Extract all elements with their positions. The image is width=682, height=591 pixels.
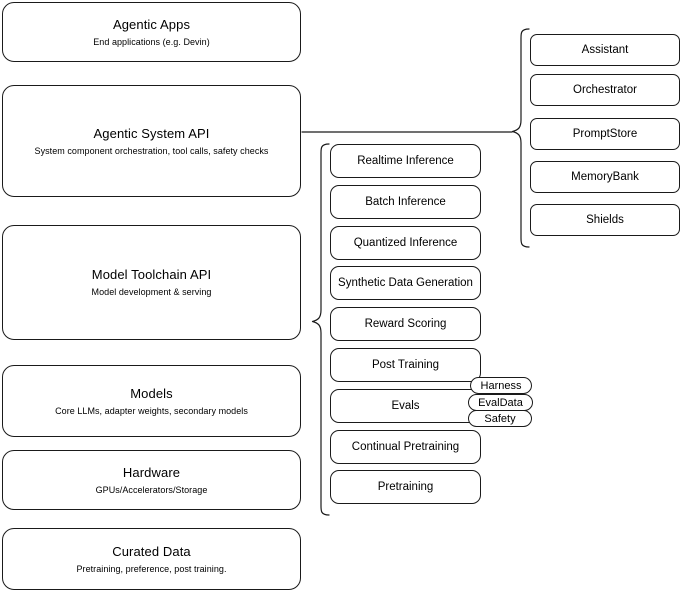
capability-label: Synthetic Data Generation [338, 276, 473, 289]
layer-title: Model Toolchain API [91, 267, 212, 282]
capability-chip-quantized-inference[interactable]: Quantized Inference [330, 226, 481, 260]
system-component-label: Orchestrator [573, 83, 637, 96]
system-component-chip-assistant[interactable]: Assistant [530, 34, 680, 66]
layer-title: Agentic Apps [112, 16, 191, 32]
capability-label: Batch Inference [365, 195, 446, 208]
evals-subcomponent-label: Safety [484, 412, 516, 425]
capability-chip-continual-pretraining[interactable]: Continual Pretraining [330, 430, 481, 464]
capability-chip-reward-scoring[interactable]: Reward Scoring [330, 307, 481, 341]
layer-title: Curated Data [112, 543, 191, 559]
layer-card-agentic-system-api[interactable]: Agentic System API System component orch… [2, 85, 301, 197]
brace-system-components [511, 28, 530, 248]
layer-card-hardware[interactable]: Hardware GPUs/Accelerators/Storage [2, 450, 301, 510]
system-component-label: Assistant [581, 43, 629, 56]
capability-chip-synthetic-data-generation[interactable]: Synthetic Data Generation [330, 266, 481, 300]
system-component-chip-orchestrator[interactable]: Orchestrator [530, 74, 680, 106]
layer-card-agentic-apps[interactable]: Agentic Apps End applications (e.g. Devi… [2, 2, 301, 62]
evals-subcomponent-pill-evaldata[interactable]: EvalData [468, 394, 533, 411]
capability-chip-post-training[interactable]: Post Training [330, 348, 481, 382]
system-component-label: Shields [586, 213, 624, 226]
layer-subtitle: Model development & serving [91, 287, 212, 297]
capability-label: Reward Scoring [364, 317, 447, 330]
layer-title: Models [130, 385, 173, 401]
layer-title: Agentic System API [93, 125, 210, 141]
capability-label: Realtime Inference [357, 154, 454, 167]
layer-subtitle: System component orchestration, tool cal… [34, 145, 269, 156]
evals-subcomponent-label: EvalData [478, 396, 523, 409]
capability-label: Continual Pretraining [351, 440, 460, 453]
system-component-label: MemoryBank [571, 170, 639, 183]
capability-label: Post Training [371, 358, 440, 371]
capability-chip-realtime-inference[interactable]: Realtime Inference [330, 144, 481, 178]
capability-label: Quantized Inference [353, 236, 458, 249]
layer-card-model-toolchain-api[interactable]: Model Toolchain API Model development & … [2, 225, 301, 340]
system-component-chip-memorybank[interactable]: MemoryBank [530, 161, 680, 193]
system-component-chip-promptstore[interactable]: PromptStore [530, 118, 680, 150]
layer-card-models[interactable]: Models Core LLMs, adapter weights, secon… [2, 365, 301, 437]
capability-chip-evals[interactable]: Evals [330, 389, 481, 423]
evals-subcomponent-label: Harness [480, 379, 522, 392]
layer-subtitle: Core LLMs, adapter weights, secondary mo… [55, 405, 248, 416]
layer-subtitle: Pretraining, preference, post training. [76, 563, 227, 574]
evals-subcomponent-pill-safety[interactable]: Safety [468, 410, 532, 427]
layer-card-curated-data[interactable]: Curated Data Pretraining, preference, po… [2, 528, 301, 590]
layer-title: Hardware [122, 464, 181, 480]
system-component-chip-shields[interactable]: Shields [530, 204, 680, 236]
system-component-label: PromptStore [572, 127, 638, 140]
capability-label: Pretraining [377, 480, 434, 493]
capability-label: Evals [391, 399, 420, 412]
layer-subtitle: GPUs/Accelerators/Storage [95, 484, 208, 495]
capability-chip-pretraining[interactable]: Pretraining [330, 470, 481, 504]
brace-toolchain-capabilities [311, 143, 330, 516]
layer-subtitle: End applications (e.g. Devin) [93, 36, 210, 47]
evals-subcomponent-pill-harness[interactable]: Harness [470, 377, 532, 394]
capability-chip-batch-inference[interactable]: Batch Inference [330, 185, 481, 219]
